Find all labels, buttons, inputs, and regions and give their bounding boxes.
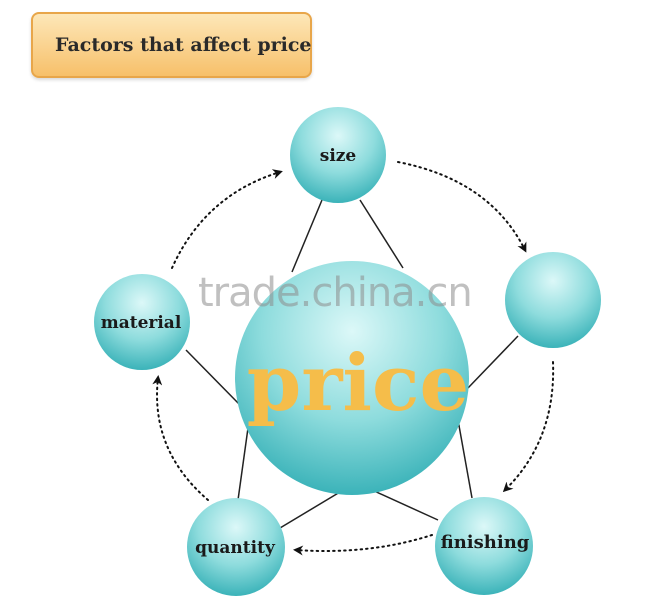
watermark: trade.china.cn [198,270,473,316]
arrow-finishing-to-quantity [293,534,433,556]
connector-size-right [359,199,404,269]
cycle-arrows [152,161,555,556]
node-unlabeled [505,252,601,348]
connector-finishing [457,419,473,499]
arrow-material-to-size [171,169,283,269]
connector-unlabeled [467,335,519,389]
node-finishing: finishing [435,497,533,595]
arrow-size-to-unlabeled [397,161,527,253]
connector-quantity-left [237,427,249,501]
arrow-quantity-to-material [152,375,209,501]
connector-material [185,349,241,406]
center-node: price [235,261,469,495]
connector-lines [185,199,519,529]
node-size-label: size [320,146,357,166]
center-label: price [247,338,469,429]
node-quantity-label: quantity [195,538,276,558]
node-finishing-label: finishing [441,532,530,553]
node-size: size [290,107,386,203]
diagram-title: Factors that affect price [55,34,312,56]
node-quantity: quantity [187,498,285,596]
node-material-label: material [101,313,182,333]
connector-size-left [291,199,323,273]
connector-finishing-bottom [371,489,439,521]
node-material: material [94,274,190,370]
arrow-unlabeled-to-finishing [502,361,555,493]
connector-quantity [279,491,341,529]
title-box: Factors that affect price [31,12,312,78]
